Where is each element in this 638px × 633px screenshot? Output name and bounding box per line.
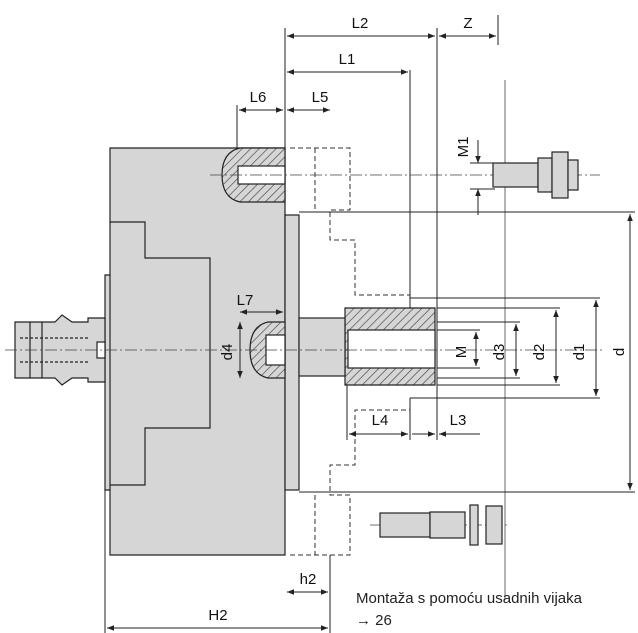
mounting-note-text: Montaža s pomoću usadnih vijaka	[356, 590, 582, 607]
label-d4: d4	[219, 344, 236, 361]
label-M1: M1	[455, 137, 472, 158]
label-d3: d3	[491, 344, 508, 361]
bottom-stud	[379, 504, 503, 546]
top-bolt	[492, 151, 579, 199]
chuck-body	[104, 147, 300, 556]
page-reference-link[interactable]: → 26	[356, 612, 392, 629]
label-L5: L5	[312, 89, 329, 106]
label-h2: h2	[300, 571, 317, 588]
label-d1: d1	[571, 344, 588, 361]
dimension-lines	[104, 15, 635, 633]
label-Z: Z	[463, 15, 472, 32]
label-H2: H2	[208, 607, 227, 624]
label-L1: L1	[339, 51, 356, 68]
label-L3: L3	[450, 412, 467, 429]
label-L2: L2	[352, 15, 369, 32]
threaded-bushing	[298, 307, 436, 386]
dimension-labels: L2 Z L1 L6 L5 M1 L7 d4 M d3 d2 d1 d L4 L…	[208, 15, 628, 624]
label-d: d	[611, 348, 628, 356]
label-L4: L4	[372, 412, 389, 429]
label-L7: L7	[237, 292, 254, 309]
adapter-outline	[290, 147, 410, 556]
label-L6: L6	[250, 89, 267, 106]
mounting-note: Montaža s pomoću usadnih vijaka → 26	[356, 588, 582, 632]
label-d2: d2	[531, 344, 548, 361]
label-M: M	[453, 346, 470, 359]
